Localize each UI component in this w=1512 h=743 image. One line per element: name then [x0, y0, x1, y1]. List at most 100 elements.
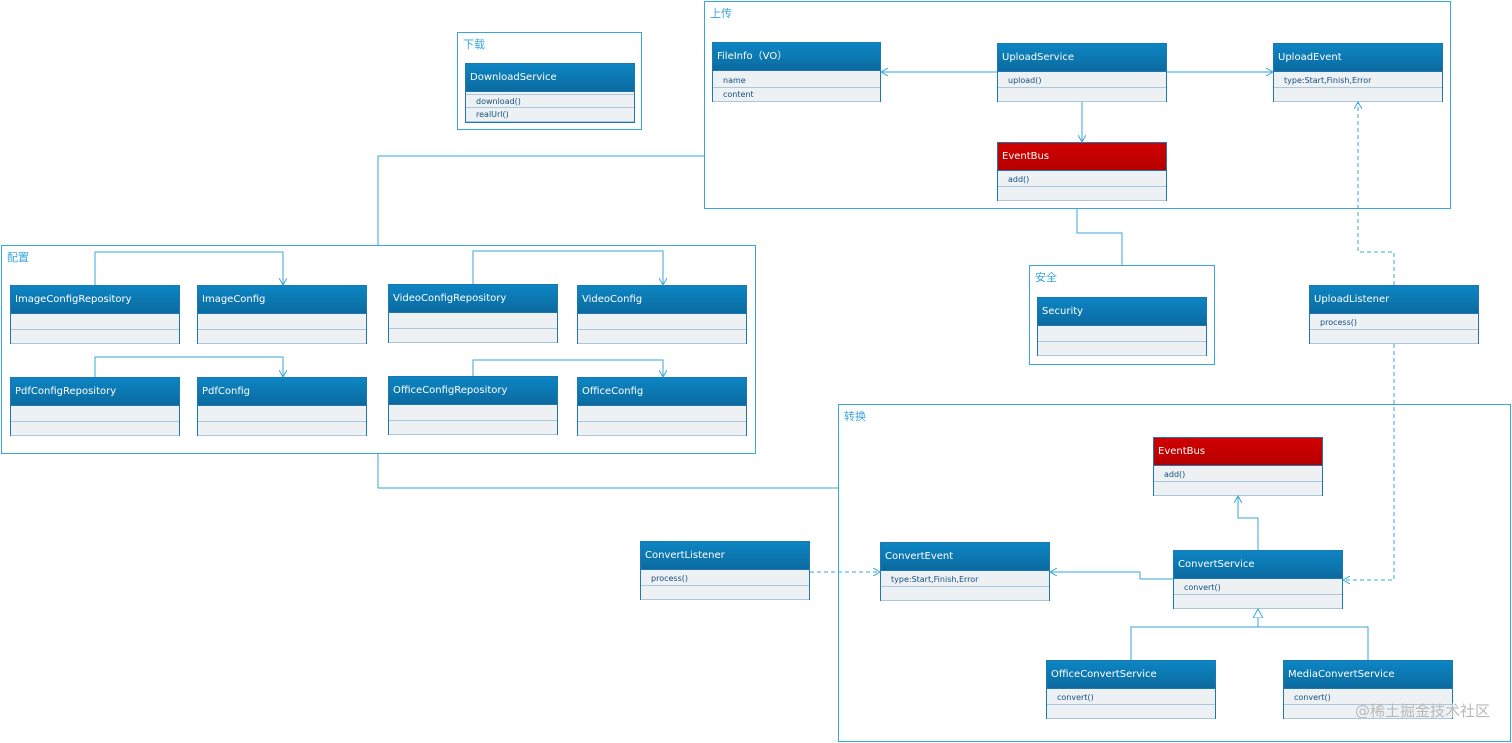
class-separator: [1038, 328, 1206, 342]
class-separator: [389, 421, 557, 435]
class-event-bus-convert[interactable]: EventBus add(): [1153, 437, 1323, 496]
class-security[interactable]: Security: [1037, 297, 1207, 356]
class-separator: [389, 315, 557, 329]
link-officerepo-officeconfig: [472, 359, 663, 377]
class-image-config-repository[interactable]: ImageConfigRepository: [10, 285, 180, 344]
class-name: ConvertEvent: [881, 543, 1049, 571]
class-name: PdfConfigRepository: [11, 378, 179, 406]
class-separator: [1038, 342, 1206, 356]
package-convert: 转换: [838, 404, 1511, 742]
link-officeconvert-convertservice: [1130, 626, 1258, 660]
class-separator: [198, 408, 366, 422]
class-media-convert-service[interactable]: MediaConvertService convert(): [1283, 660, 1453, 719]
class-member: name: [713, 74, 880, 88]
class-separator: [198, 330, 366, 344]
class-office-config-repository[interactable]: OfficeConfigRepository: [388, 376, 558, 435]
class-member: download(): [466, 94, 634, 108]
class-member: convert(): [1047, 691, 1215, 705]
class-name: ConvertListener: [641, 542, 809, 570]
class-office-config[interactable]: OfficeConfig: [577, 377, 747, 436]
class-name: FileInfo（VO）: [713, 43, 880, 71]
link-mediaconvert-convertservice: [1258, 626, 1369, 660]
class-member: type:Start,Finish,Error: [881, 573, 1049, 587]
class-name: UploadEvent: [1274, 44, 1442, 72]
class-name: VideoConfigRepository: [389, 285, 557, 313]
class-name: EventBus: [1154, 438, 1322, 466]
class-name: OfficeConfig: [578, 378, 746, 406]
class-name: ImageConfigRepository: [11, 286, 179, 314]
class-name: UploadListener: [1310, 286, 1478, 314]
package-label: 上传: [710, 7, 732, 20]
class-member: type:Start,Finish,Error: [1274, 74, 1442, 88]
package-label: 转换: [844, 410, 866, 423]
package-download: 下载: [457, 32, 642, 130]
class-member: add(): [1154, 468, 1322, 482]
class-separator: [11, 408, 179, 422]
class-separator: [389, 329, 557, 343]
class-name: MediaConvertService: [1284, 661, 1452, 689]
class-convert-listener[interactable]: ConvertListener process(): [640, 541, 810, 600]
class-video-config-repository[interactable]: VideoConfigRepository: [388, 284, 558, 343]
class-separator: [998, 187, 1166, 201]
class-separator: [578, 316, 746, 330]
package-security: 安全: [1029, 265, 1215, 365]
class-separator: [389, 407, 557, 421]
class-name: VideoConfig: [578, 286, 746, 314]
class-pdf-config[interactable]: PdfConfig: [197, 377, 367, 436]
link-upload-security: [1076, 209, 1123, 265]
package-config: 配置: [1, 245, 756, 454]
link-convertservice-convertevent: [1050, 572, 1173, 580]
class-name: Security: [1038, 298, 1206, 326]
link-uploadlistener-uploadevent: [1358, 102, 1395, 285]
class-separator: [881, 587, 1049, 601]
class-member: content: [713, 88, 880, 102]
package-upload: 上传: [704, 1, 1451, 209]
link-config-convert: [377, 454, 838, 489]
class-image-config[interactable]: ImageConfig: [197, 285, 367, 344]
link-imagerepo-imageconfig: [94, 251, 283, 285]
class-separator: [641, 586, 809, 600]
class-name: EventBus: [998, 143, 1166, 171]
watermark: @稀土掘金技术社区: [1354, 702, 1490, 720]
class-member: realUrl(): [466, 108, 634, 122]
class-upload-listener[interactable]: UploadListener process(): [1309, 285, 1479, 344]
class-separator: [998, 88, 1166, 102]
class-separator: [11, 422, 179, 436]
class-name: ConvertService: [1174, 551, 1342, 579]
link-convertservice-eventbus: [1238, 496, 1259, 550]
class-convert-event[interactable]: ConvertEvent type:Start,Finish,Error: [880, 542, 1050, 601]
class-member: convert(): [1284, 691, 1452, 705]
class-download-service[interactable]: DownloadService download() realUrl(): [465, 63, 635, 123]
class-name: UploadService: [998, 44, 1166, 72]
class-name: OfficeConfigRepository: [389, 377, 557, 405]
class-separator: [198, 316, 366, 330]
link-pdfrepo-pdfconfig: [94, 356, 283, 377]
class-separator: [11, 330, 179, 344]
class-separator: [1310, 330, 1478, 344]
link-upload-config: [377, 155, 704, 245]
class-separator: [11, 316, 179, 330]
class-name: ImageConfig: [198, 286, 366, 314]
class-office-convert-service[interactable]: OfficeConvertService convert(): [1046, 660, 1216, 719]
class-upload-service[interactable]: UploadService upload(): [997, 43, 1167, 102]
class-name: PdfConfig: [198, 378, 366, 406]
class-video-config[interactable]: VideoConfig: [577, 285, 747, 344]
link-uploadlistener-convertservice: [1343, 344, 1395, 580]
package-label: 配置: [7, 251, 29, 264]
class-separator: [1284, 705, 1452, 719]
class-separator: [1047, 705, 1215, 719]
package-label: 安全: [1035, 271, 1057, 284]
class-file-info[interactable]: FileInfo（VO） name content: [712, 42, 881, 102]
link-videorepo-videoconfig: [472, 250, 663, 285]
class-convert-service[interactable]: ConvertService convert(): [1173, 550, 1343, 609]
class-name: DownloadService: [466, 64, 634, 92]
class-pdf-config-repository[interactable]: PdfConfigRepository: [10, 377, 180, 436]
class-name: OfficeConvertService: [1047, 661, 1215, 689]
class-member: process(): [641, 572, 809, 586]
class-separator: [578, 408, 746, 422]
package-label: 下载: [463, 38, 485, 51]
class-member: process(): [1310, 316, 1478, 330]
class-event-bus-upload[interactable]: EventBus add(): [997, 142, 1167, 201]
class-separator: [198, 422, 366, 436]
